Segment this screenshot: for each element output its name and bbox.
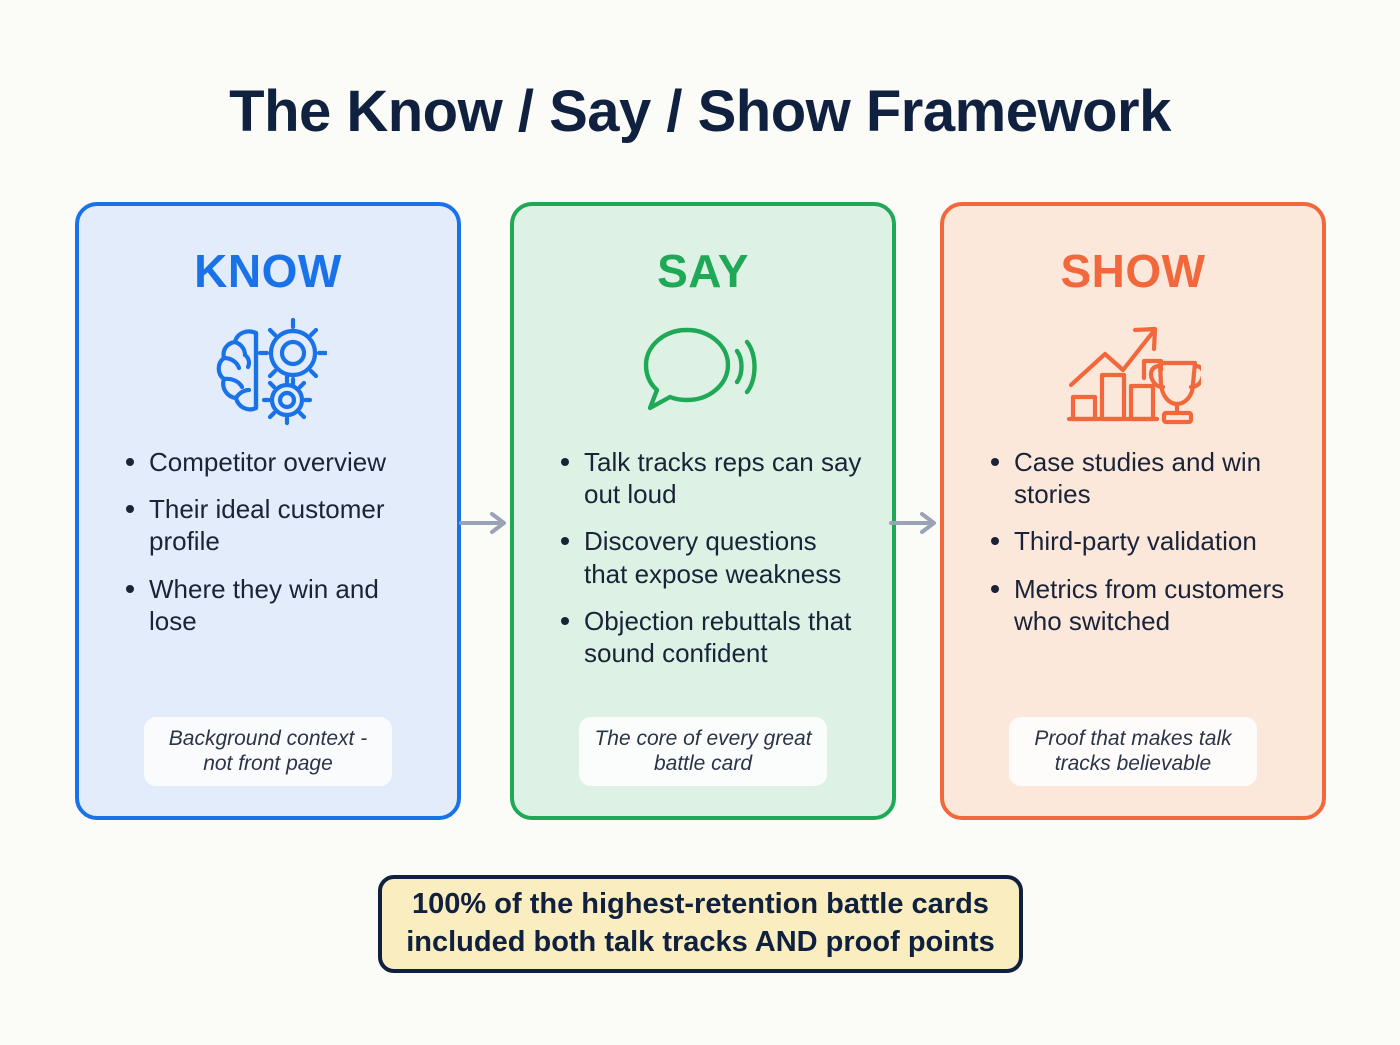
list-item: Discovery questions that expose weakness [558, 525, 866, 589]
list-item: Their ideal customer profile [123, 493, 431, 557]
list-item: Third-party validation [988, 525, 1296, 557]
list-item: Metrics from customers who switched [988, 573, 1296, 637]
stat-callout: 100% of the highest-retention battle car… [378, 875, 1023, 973]
bar-chart-trophy-icon [1065, 316, 1201, 428]
stat-callout-line-1: 100% of the highest-retention battle car… [412, 888, 989, 921]
brain-gears-icon [209, 316, 327, 428]
list-item: Talk tracks reps can say out loud [558, 446, 866, 510]
page-title: The Know / Say / Show Framework [229, 79, 1171, 144]
arrow-right-icon [889, 510, 941, 536]
list-item: Objection rebuttals that sound confident [558, 605, 866, 669]
arrow-right-icon [459, 510, 511, 536]
card-know-bullets: Competitor overview Their ideal customer… [79, 446, 457, 717]
stat-callout-line-2: included both talk tracks AND proof poin… [406, 926, 995, 958]
card-show-bullets: Case studies and win stories Third-party… [944, 446, 1322, 717]
card-know-note: Background context - not front page [144, 716, 392, 786]
card-show-title: SHOW [1060, 245, 1206, 297]
list-item: Case studies and win stories [988, 446, 1296, 510]
list-item: Competitor overview [123, 446, 431, 478]
card-know-title: KNOW [194, 245, 342, 297]
list-item: Where they win and lose [123, 573, 431, 637]
card-say-bullets: Talk tracks reps can say out loud Discov… [514, 446, 892, 717]
card-show-note: Proof that makes talk tracks believable [1009, 716, 1257, 786]
speech-bubble-sound-icon [640, 316, 766, 428]
card-say[interactable]: SAY Talk tracks reps can say out loud Di… [510, 202, 896, 820]
framework-cards-row: KNOW Competitor overv [75, 202, 1331, 822]
card-know[interactable]: KNOW Competitor overv [75, 202, 461, 820]
card-say-note: The core of every great battle card [579, 716, 827, 786]
card-say-title: SAY [657, 245, 749, 297]
card-show[interactable]: SHOW Case st [940, 202, 1326, 820]
